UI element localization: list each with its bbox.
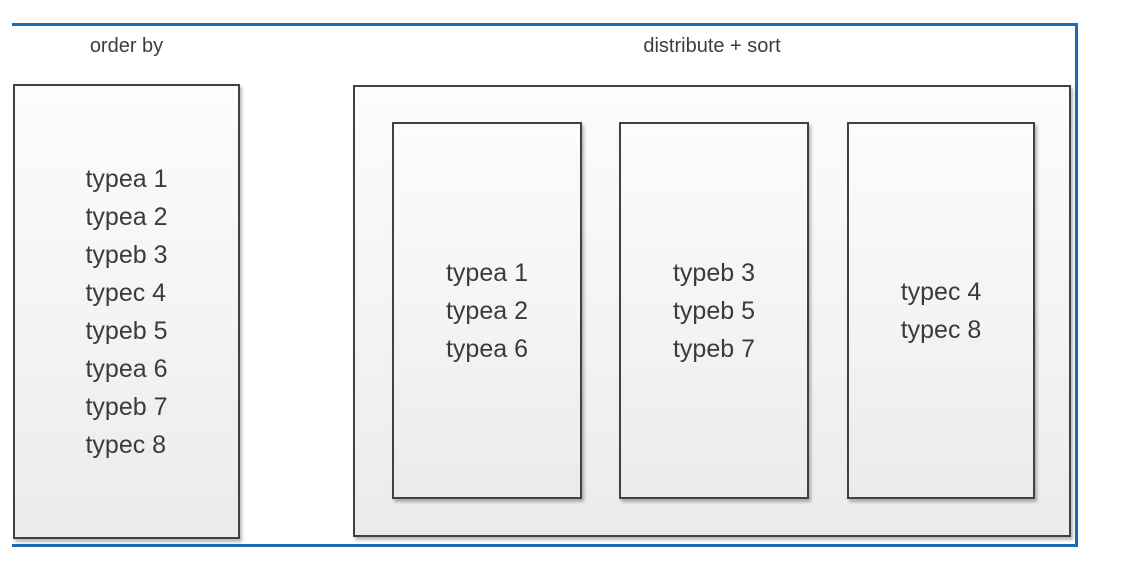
typec-group-list: typec 4 typec 8 [901,273,982,349]
group-box-typea: typea 1 typea 2 typea 6 [392,122,582,499]
typea-group-list: typea 1 typea 2 typea 6 [446,254,528,368]
list-item: typea 6 [445,334,528,363]
list-item: typea 6 [85,354,168,383]
list-item: typeb 3 [85,240,168,269]
list-item: typec 4 [900,277,982,306]
slide-frame-border [12,23,1078,547]
list-item: typeb 7 [85,392,168,421]
group-box-typeb: typeb 3 typeb 5 typeb 7 [619,122,809,499]
list-item: typea 2 [85,202,168,231]
list-item: typea 2 [445,296,528,325]
list-item: typeb 7 [672,334,755,363]
list-item: typeb 3 [672,258,755,287]
distribute-sort-box: typea 1 typea 2 typea 6 typeb 3 typeb 5 … [353,85,1071,537]
order-by-list: typea 1 typea 2 typeb 3 typec 4 typeb 5 … [85,160,167,464]
order-by-box: typea 1 typea 2 typeb 3 typec 4 typeb 5 … [13,84,240,539]
list-item: typeb 5 [672,296,755,325]
distribute-sort-label: distribute + sort [643,35,781,57]
group-box-typec: typec 4 typec 8 [847,122,1035,499]
list-item: typec 8 [900,315,982,344]
list-item: typea 1 [85,164,168,193]
list-item: typeb 5 [85,316,168,345]
order-by-label: order by [89,35,164,57]
list-item: typec 4 [85,278,167,307]
list-item: typea 1 [445,258,528,287]
list-item: typec 8 [85,430,167,459]
typeb-group-list: typeb 3 typeb 5 typeb 7 [673,254,755,368]
